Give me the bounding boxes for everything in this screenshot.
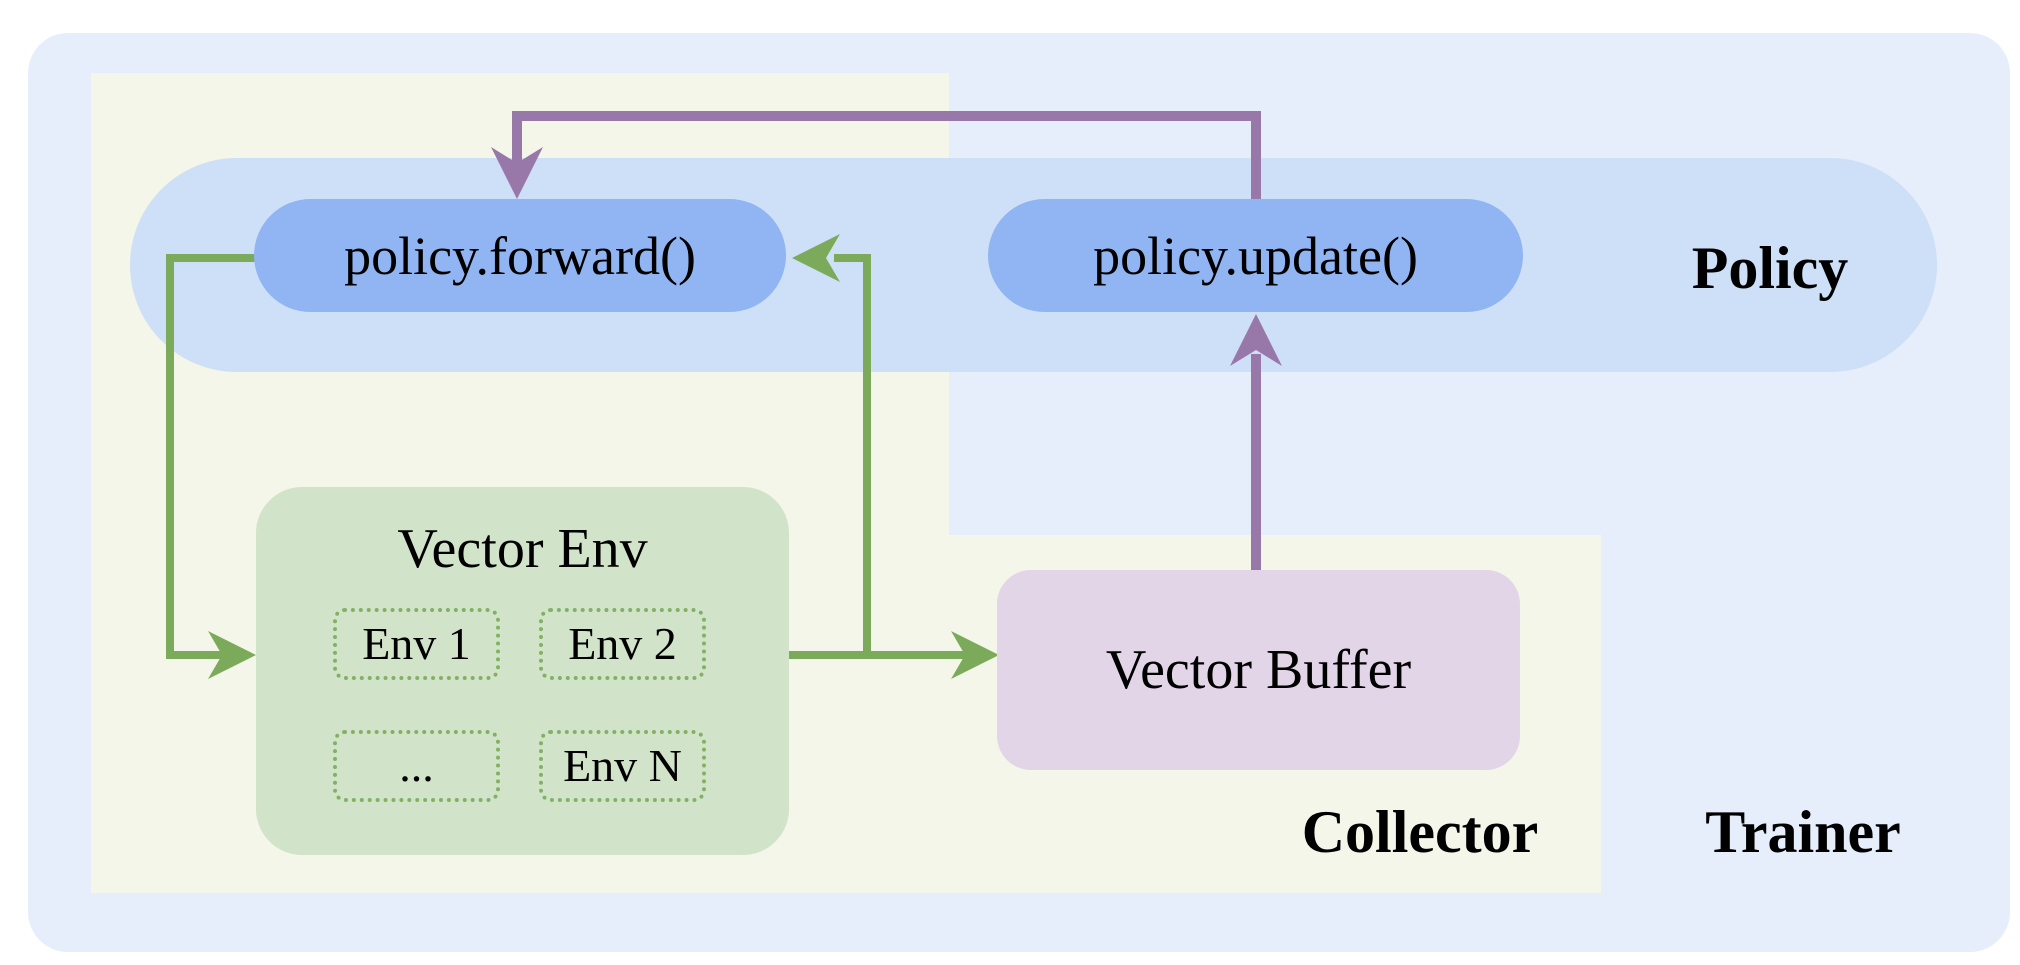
policy-update-label: policy.update() — [1093, 225, 1418, 286]
collector-region-label: Collector — [1301, 799, 1539, 865]
arrow-buffer-to-update-head-icon — [1230, 314, 1282, 366]
vector-buffer-node: Vector Buffer — [997, 570, 1520, 770]
arrow-forward-to-env-head-icon — [208, 631, 256, 679]
env-item-1-label: Env 1 — [362, 618, 471, 669]
policy-forward-node: policy.forward() — [254, 199, 786, 312]
env-item-n: Env N — [539, 730, 706, 802]
trainer-region-label: Trainer — [1705, 799, 1901, 865]
env-item-ellipsis-label: ... — [399, 740, 434, 791]
vector-env-node: Vector Env Env 1 Env 2 ... Env N — [256, 487, 789, 855]
arrow-branch-to-forward-head-icon — [792, 234, 840, 282]
policy-region-label: Policy — [1691, 235, 1849, 301]
arrow-branch-to-forward-line — [834, 254, 871, 655]
env-item-1: Env 1 — [333, 608, 500, 680]
env-item-2-label: Env 2 — [568, 618, 677, 669]
arrow-forward-to-env-line — [166, 254, 255, 659]
arrow-update-to-forward-head-icon — [491, 147, 543, 199]
vector-env-title: Vector Env — [397, 518, 648, 580]
arrow-env-to-buffer-head-icon — [951, 631, 999, 679]
env-item-2: Env 2 — [539, 608, 706, 680]
vector-buffer-label: Vector Buffer — [1105, 639, 1412, 701]
arrow-update-to-forward-line — [512, 111, 1261, 199]
policy-forward-label: policy.forward() — [344, 225, 696, 286]
env-item-ellipsis: ... — [333, 730, 500, 802]
policy-update-node: policy.update() — [988, 199, 1523, 312]
env-item-n-label: Env N — [563, 740, 682, 791]
